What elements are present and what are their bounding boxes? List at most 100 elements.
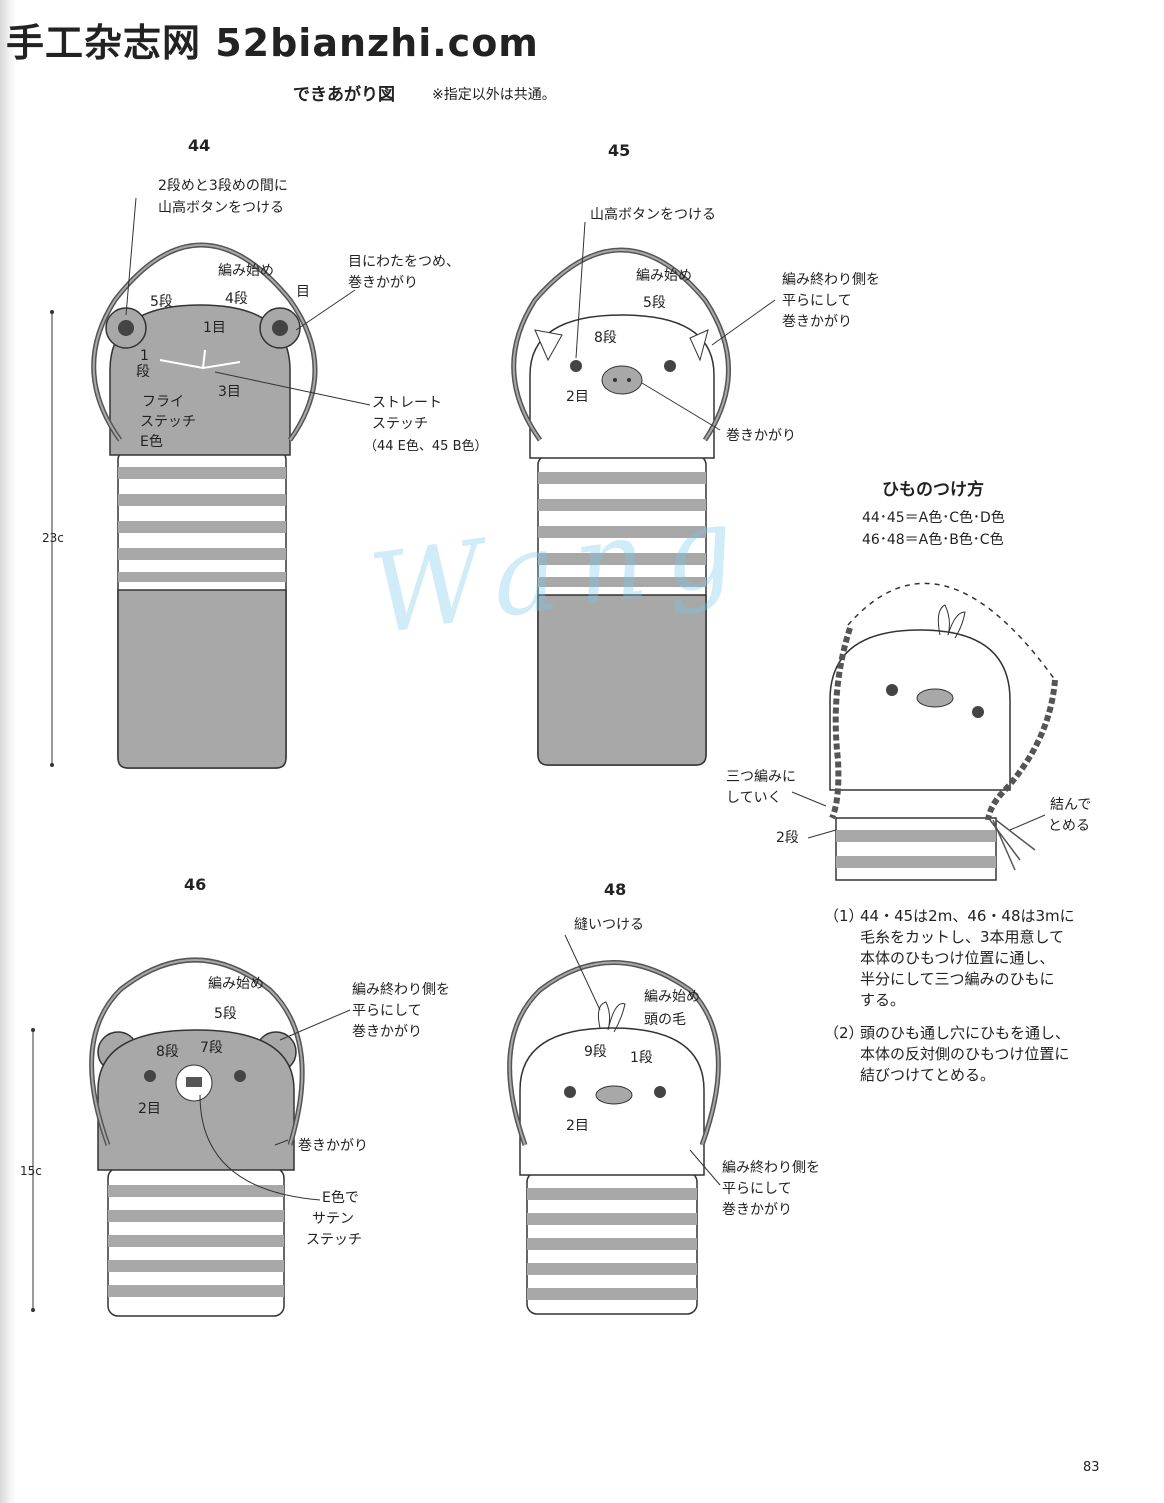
instructions: （1） 44・45は2m、46・48は3mに 毛糸をカットし、3本用意して 本体… xyxy=(824,906,1075,1098)
label-stitch2: 2目 xyxy=(138,1101,161,1117)
braid-left xyxy=(829,627,853,820)
figure-number-46: 46 xyxy=(184,875,207,894)
bear-eye xyxy=(144,1070,156,1082)
label-whip: 巻きかがり xyxy=(726,428,796,444)
braid-right xyxy=(985,679,1058,821)
figure-46-bear-cozy xyxy=(31,957,351,1317)
step-line: 本体のひもつけ位置に通し、 xyxy=(860,949,1055,967)
cord-dashed-path xyxy=(847,582,1056,681)
stripe xyxy=(118,548,286,560)
step-line: する。 xyxy=(860,991,906,1009)
stripe xyxy=(538,553,706,565)
label-whip: 巻きかがり xyxy=(298,1138,368,1154)
chick-eye xyxy=(654,1086,666,1098)
step-number: （1） xyxy=(824,907,864,925)
label-row2: 2段 xyxy=(776,830,799,846)
label-flat2: 平らにして xyxy=(722,1181,792,1197)
label-fly1: フライ xyxy=(142,394,184,410)
label-hair: 頭の毛 xyxy=(644,1012,686,1028)
bear-nose xyxy=(186,1077,202,1087)
label-flat3: 巻きかがり xyxy=(782,314,852,330)
label-satin3: ステッチ xyxy=(306,1232,362,1248)
label-stuff2: 巻きかがり xyxy=(348,275,418,291)
chick-eye xyxy=(564,1086,576,1098)
label-button: 山高ボタンをつける xyxy=(590,207,716,223)
chick-beak xyxy=(916,688,954,708)
pig-ear-right xyxy=(689,329,709,362)
leader xyxy=(711,299,776,346)
label-flat1: 編み終わり側を xyxy=(782,272,880,288)
stripe xyxy=(836,856,996,868)
step-number: （2） xyxy=(824,1024,864,1042)
stripe xyxy=(108,1260,284,1272)
leader xyxy=(295,289,356,331)
label-eye: 目 xyxy=(296,284,310,300)
step-line: 本体の反対側のひもつけ位置に xyxy=(860,1045,1070,1063)
label-flat2: 平らにして xyxy=(782,293,852,309)
label-height-15: 15c xyxy=(20,1164,42,1178)
label-braid2: していく xyxy=(726,790,782,806)
cord-title: ひものつけ方 xyxy=(882,480,984,500)
page-note: ※指定以外は共通。 xyxy=(432,87,556,103)
label-sew: 縫いつける xyxy=(574,917,644,933)
figure-number-44: 44 xyxy=(188,136,211,155)
figure-cord-attachment xyxy=(791,582,1058,881)
leader xyxy=(575,221,586,359)
stripe xyxy=(527,1238,697,1250)
label-row1: 1段 xyxy=(630,1050,653,1066)
stripe xyxy=(118,521,286,533)
figure-number-48: 48 xyxy=(604,880,627,899)
pig-ear-left xyxy=(534,329,563,362)
label-stitch2: 2目 xyxy=(566,1118,589,1134)
leader xyxy=(641,382,721,431)
label-row1a: 1 xyxy=(140,348,149,364)
label-row1b: 段 xyxy=(136,364,150,380)
stripe xyxy=(836,830,996,842)
label-stuff1: 目にわたをつめ、 xyxy=(348,254,460,270)
stripe xyxy=(108,1235,284,1247)
label-stitch1: 1目 xyxy=(203,320,226,336)
label-row9: 9段 xyxy=(584,1044,607,1060)
step-line: 半分にして三つ編みのひもに xyxy=(860,970,1055,988)
label-straight3: （44 E色、45 B色） xyxy=(364,439,488,454)
label-flat3: 巻きかがり xyxy=(722,1202,792,1218)
instruction-step-1: （1） 44・45は2m、46・48は3mに 毛糸をカットし、3本用意して 本体… xyxy=(824,906,1075,1011)
label-button-line2: 山高ボタンをつける xyxy=(158,200,284,216)
cord-colors-2: 46･48＝A色･B色･C色 xyxy=(862,532,1004,548)
label-stitch2: 2目 xyxy=(566,389,589,405)
label-height-23: 23c xyxy=(42,531,64,545)
leader xyxy=(125,197,137,316)
label-start: 編み始め xyxy=(644,989,700,1005)
label-fly3: E色 xyxy=(140,434,163,450)
label-fly2: ステッチ xyxy=(140,414,196,430)
figure-48-chick-cozy xyxy=(507,934,721,1315)
stripe xyxy=(108,1210,284,1222)
step-line: 毛糸をカットし、3本用意して xyxy=(860,928,1065,946)
leader xyxy=(214,371,371,406)
label-satin1: E色で xyxy=(322,1190,359,1206)
fly-stitch xyxy=(159,349,241,370)
label-stitch3: 3目 xyxy=(218,384,241,400)
label-row7: 7段 xyxy=(200,1040,223,1056)
label-flat3: 巻きかがり xyxy=(352,1024,422,1040)
label-start: 編み始め xyxy=(636,268,692,284)
bear-eye xyxy=(234,1070,246,1082)
cozy-bottom xyxy=(117,589,287,769)
label-straight1: ストレート xyxy=(372,395,442,411)
cozy-bottom xyxy=(537,594,707,766)
stripe xyxy=(527,1288,697,1300)
label-row5: 5段 xyxy=(643,295,666,311)
label-row4: 4段 xyxy=(225,291,248,307)
figure-44-frog-cozy xyxy=(50,197,371,769)
label-row5: 5段 xyxy=(150,294,173,310)
chick-head xyxy=(829,629,1011,791)
label-flat1: 編み終わり側を xyxy=(722,1160,820,1176)
page-spine-shadow xyxy=(0,0,16,1503)
stripe xyxy=(108,1185,284,1197)
label-start: 編み始め xyxy=(218,263,274,279)
site-logo: 手工杂志网 52bianzhi.com xyxy=(6,21,539,65)
chick-hair xyxy=(598,1001,626,1033)
stripe xyxy=(108,1285,284,1297)
label-satin2: サテン xyxy=(312,1211,354,1227)
